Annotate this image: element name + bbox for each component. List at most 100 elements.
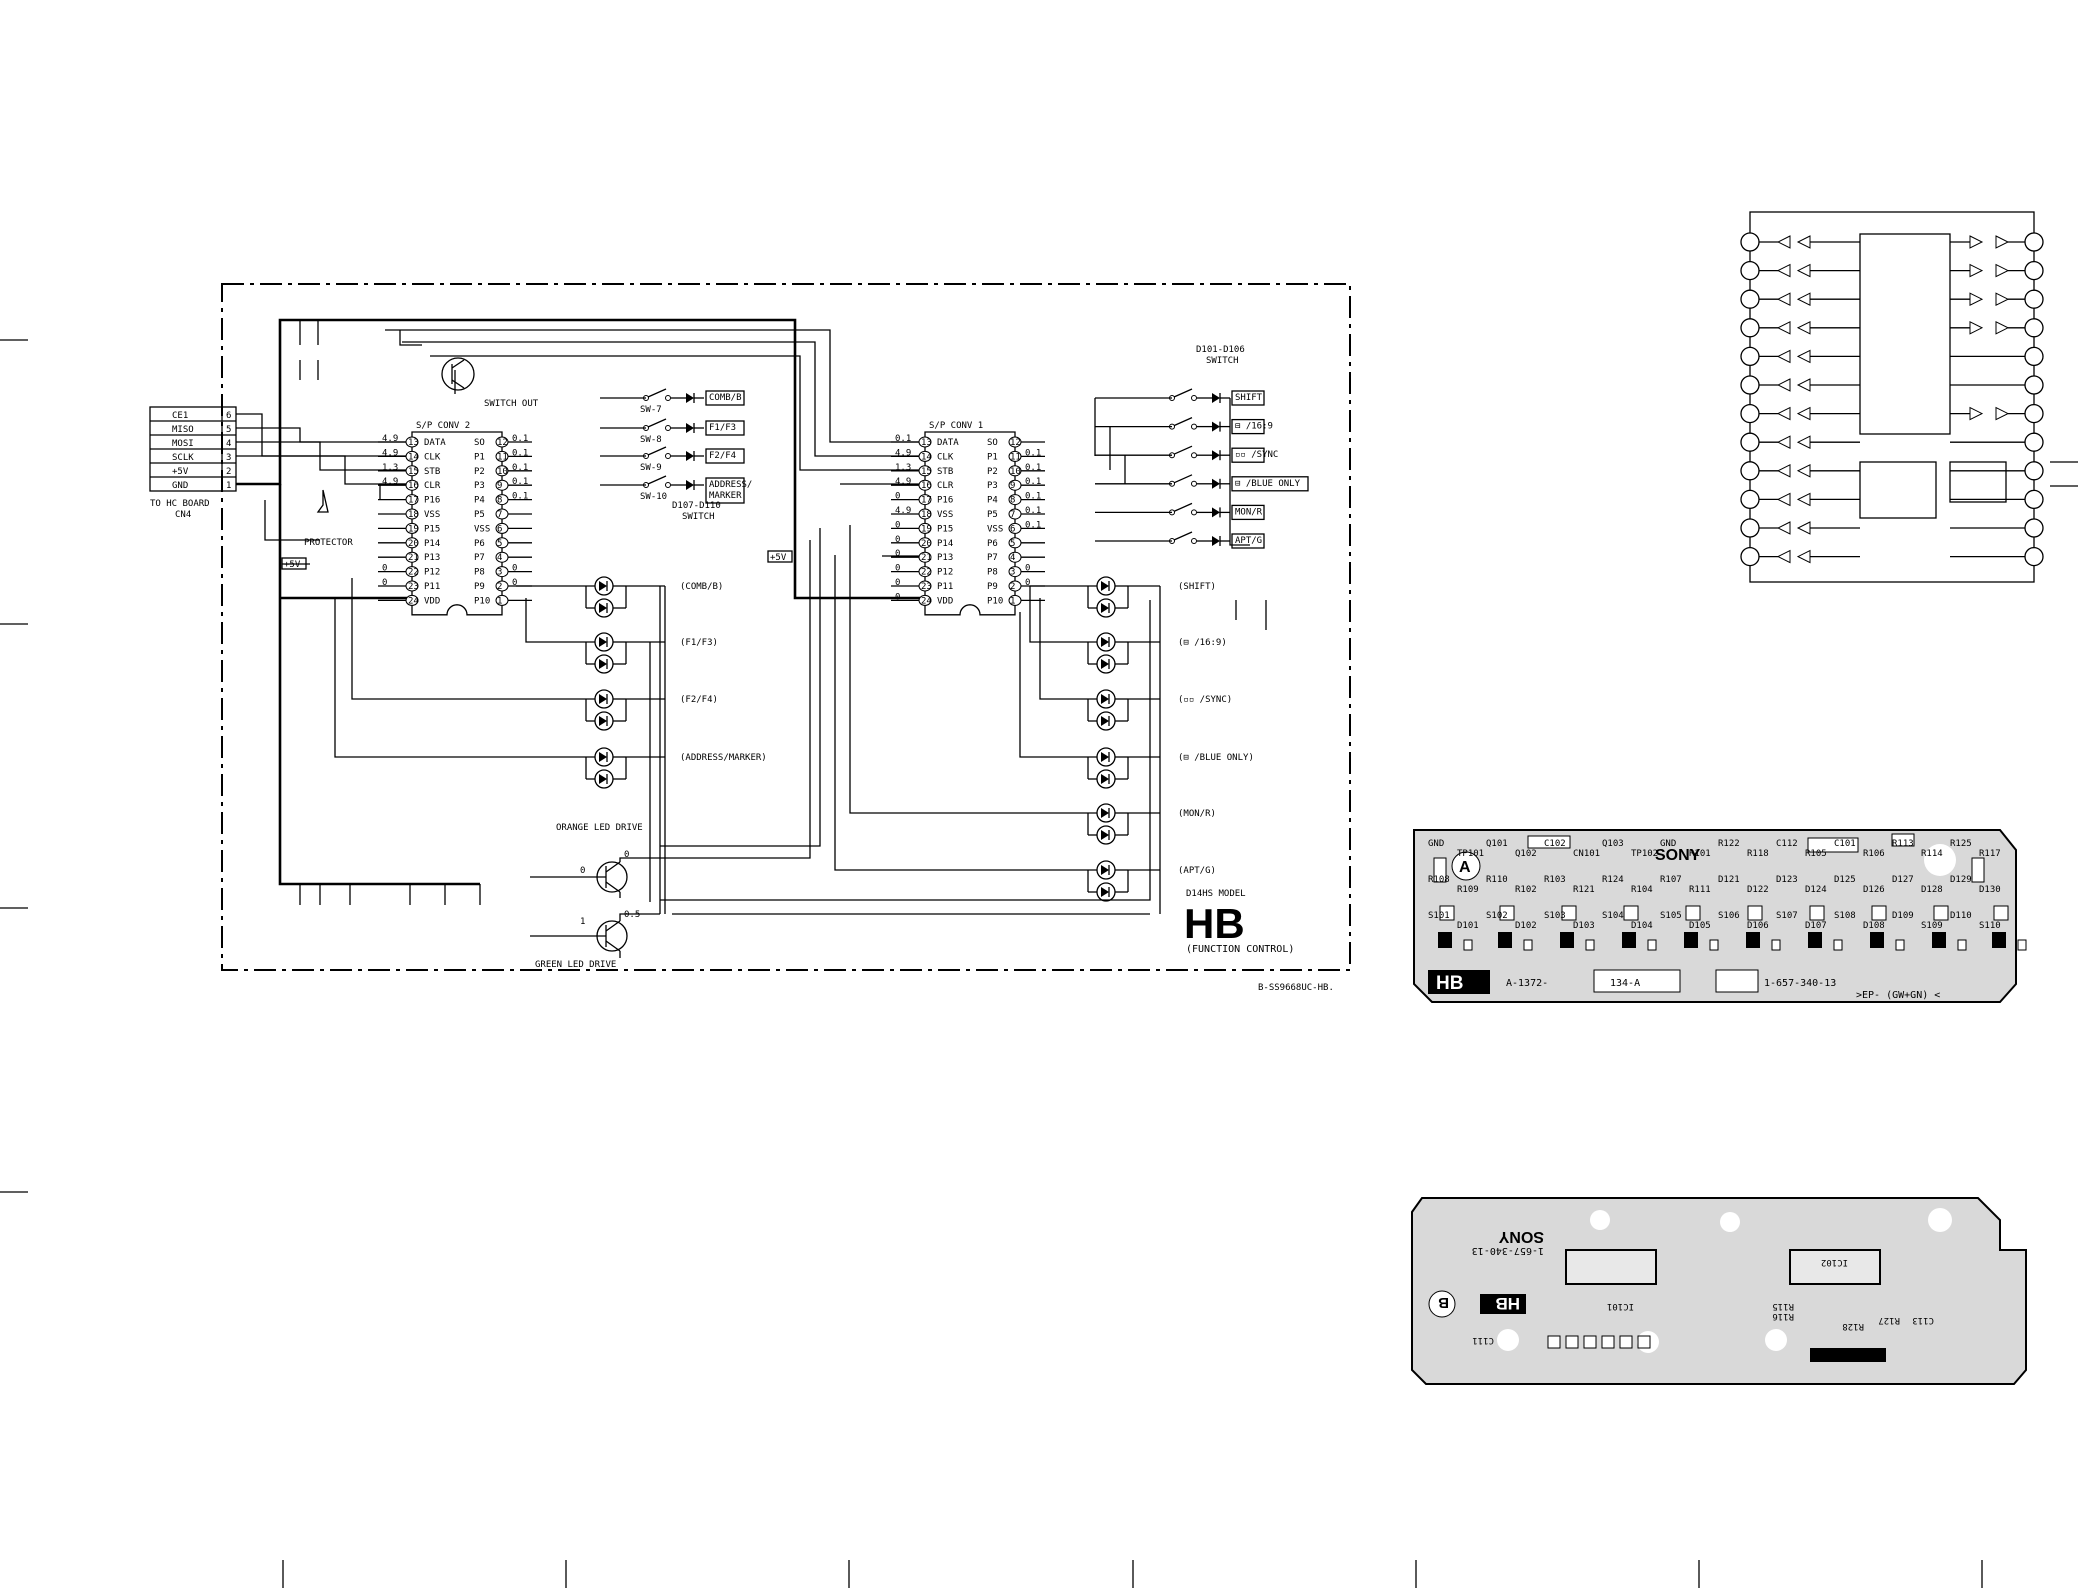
pcb-a-board: HB: [1436, 973, 1463, 994]
ic-pin-name: P4: [987, 496, 998, 506]
ic-pin-voltage: 0: [1025, 578, 1030, 588]
led-label: (APT/G): [1178, 866, 1216, 876]
ic-pin-name: P2: [474, 467, 485, 477]
switch-label: COMB/B: [709, 393, 742, 403]
switch-box: [1231, 533, 1265, 549]
led-label: (F2/F4): [680, 695, 718, 705]
connector-pin-name: +5V: [172, 467, 189, 477]
ic-pin-name: P14: [424, 539, 440, 549]
ic-pin-name: P6: [474, 539, 485, 549]
led-group-right: (SHIFT)(⊟ /16:9)(▫▫ /SYNC)(⊟ /BLUE ONLY)…: [834, 525, 1267, 914]
ic-pin-number: 8: [1010, 496, 1015, 506]
switch-box: [705, 390, 745, 406]
pcb-a-ref: D101: [1457, 921, 1479, 931]
pcb-a-ref: Q102: [1515, 849, 1537, 859]
ic-pin-number: 18: [408, 510, 419, 520]
ic-pin-name: CLK: [937, 452, 954, 462]
pcb-b-part: 1-657-340-13: [1472, 1245, 1544, 1256]
ic-pin-number: 7: [1010, 510, 1015, 520]
pcb-a-ref: D125: [1834, 875, 1856, 885]
pcb-a-ref: D102: [1515, 921, 1537, 931]
green-vb: 1: [580, 917, 585, 927]
switch-label: MARKER: [709, 491, 742, 501]
ic-pin-number: 10: [1010, 467, 1021, 477]
pcb-a-ref: D124: [1805, 885, 1827, 895]
orange-vc: 0: [624, 850, 629, 860]
switch-group-mid: SW-7COMB/BSW-8F1/F3SW-9F2/F4SW-10ADDRESS…: [600, 388, 752, 504]
pcb-a-ref: R107: [1660, 875, 1682, 885]
ic-pin-number: 2: [497, 582, 502, 592]
pcb-a-ref: C101: [1834, 839, 1856, 849]
d101-label-1: D101-D106: [1196, 345, 1245, 355]
pcb-b-ref: CN101: [1815, 1347, 1842, 1357]
ic-pin-number: 2: [1010, 582, 1015, 592]
ic-pin-number: 7: [497, 510, 502, 520]
pcb-a-ref: S102: [1486, 911, 1508, 921]
pcb-a-ref: R103: [1544, 875, 1566, 885]
ic-pin-voltage: 0.1: [512, 448, 528, 458]
pcb-a-ref: D122: [1747, 885, 1769, 895]
ic-pin-number: 10: [497, 467, 508, 477]
ic-pin-number: 23: [408, 582, 419, 592]
ic-pin-number: 16: [921, 481, 932, 491]
green-vc: 0.5: [624, 910, 640, 920]
ic-pin-name: P4: [474, 496, 485, 506]
pcb-a-ref: R109: [1457, 885, 1479, 895]
ic-pin-name: P12: [937, 568, 953, 578]
ic-pin-name: P2: [987, 467, 998, 477]
pcb-a-ref: D108: [1863, 921, 1885, 931]
pcb-b-side: B: [1438, 1294, 1449, 1311]
switch-label: F2/F4: [709, 451, 736, 461]
switch-out-label: SWITCH OUT: [484, 399, 539, 409]
ic-pin-voltage: 0.1: [512, 492, 528, 502]
switch-box: [1231, 418, 1265, 435]
ic-pin-number: 13: [921, 438, 932, 448]
pcb-a-ref: D106: [1747, 921, 1769, 931]
ic-pin-name: P7: [987, 553, 998, 563]
ic-pin-number: 19: [408, 524, 419, 534]
switch-label: ADDRESS/: [709, 480, 752, 490]
board-title: HB: [1184, 900, 1245, 947]
model-label: D14HS MODEL: [1186, 889, 1246, 899]
ic-pin-number: 23: [921, 582, 932, 592]
ic-title: S/P CONV 2: [416, 421, 470, 431]
ic-pin-number: 22: [921, 568, 932, 578]
pcb-a-ref: R105: [1805, 849, 1827, 859]
switch-box: [1231, 447, 1265, 463]
connector-pin-name: MISO: [172, 425, 194, 435]
ic-pin-voltage: 4.9: [895, 477, 911, 487]
ic-pin-number: 8: [497, 496, 502, 506]
ic-pin-name: P13: [424, 553, 440, 563]
ic-pin-name: P11: [424, 582, 440, 592]
orange-vb: 0: [580, 866, 585, 876]
led-group-mid: (COMB/B)(F1/F3)(F2/F4)(ADDRESS/MARKER): [334, 576, 767, 914]
pcb-a-ref: R111: [1689, 885, 1711, 895]
ic-pin-voltage: 0: [895, 520, 900, 530]
switch-box: [705, 420, 745, 436]
connector-pin-number: 5: [226, 425, 231, 435]
ic-pin-number: 9: [1010, 481, 1015, 491]
ic-pin-voltage: 0.1: [1025, 506, 1041, 516]
connector-pin-number: 4: [226, 439, 231, 449]
pcb-side-b: B SONY 1-657-340-13 HB IC101IC102R115R11…: [1411, 1197, 2027, 1385]
ic-pin-voltage: 0.1: [1025, 463, 1041, 473]
ic-pin-voltage: 4.9: [382, 477, 398, 487]
orange-led-label: ORANGE LED DRIVE: [556, 823, 643, 833]
led-label: (⊟ /BLUE ONLY): [1178, 753, 1254, 763]
ic-pin-voltage: 0: [382, 578, 387, 588]
pcb-a-ref: D123: [1776, 875, 1798, 885]
ic-pin-voltage: 0.1: [1025, 520, 1041, 530]
pcb-b-ref: R128: [1842, 1321, 1864, 1331]
ic-pin-number: 16: [408, 481, 419, 491]
pcb-a-ref: CN101: [1573, 849, 1600, 859]
led-label: (⊟ /16:9): [1178, 638, 1227, 648]
ic-pin-voltage: 0.1: [1025, 448, 1041, 458]
switch-box: [705, 448, 745, 464]
pcb-b-ref: IC101: [1607, 1301, 1634, 1311]
led-label: (MON/R): [1178, 809, 1216, 819]
ic-pin-name: STB: [424, 467, 440, 477]
pcb-a-part1: A-1372-: [1506, 978, 1548, 989]
switch-ref: SW-7: [640, 405, 662, 415]
